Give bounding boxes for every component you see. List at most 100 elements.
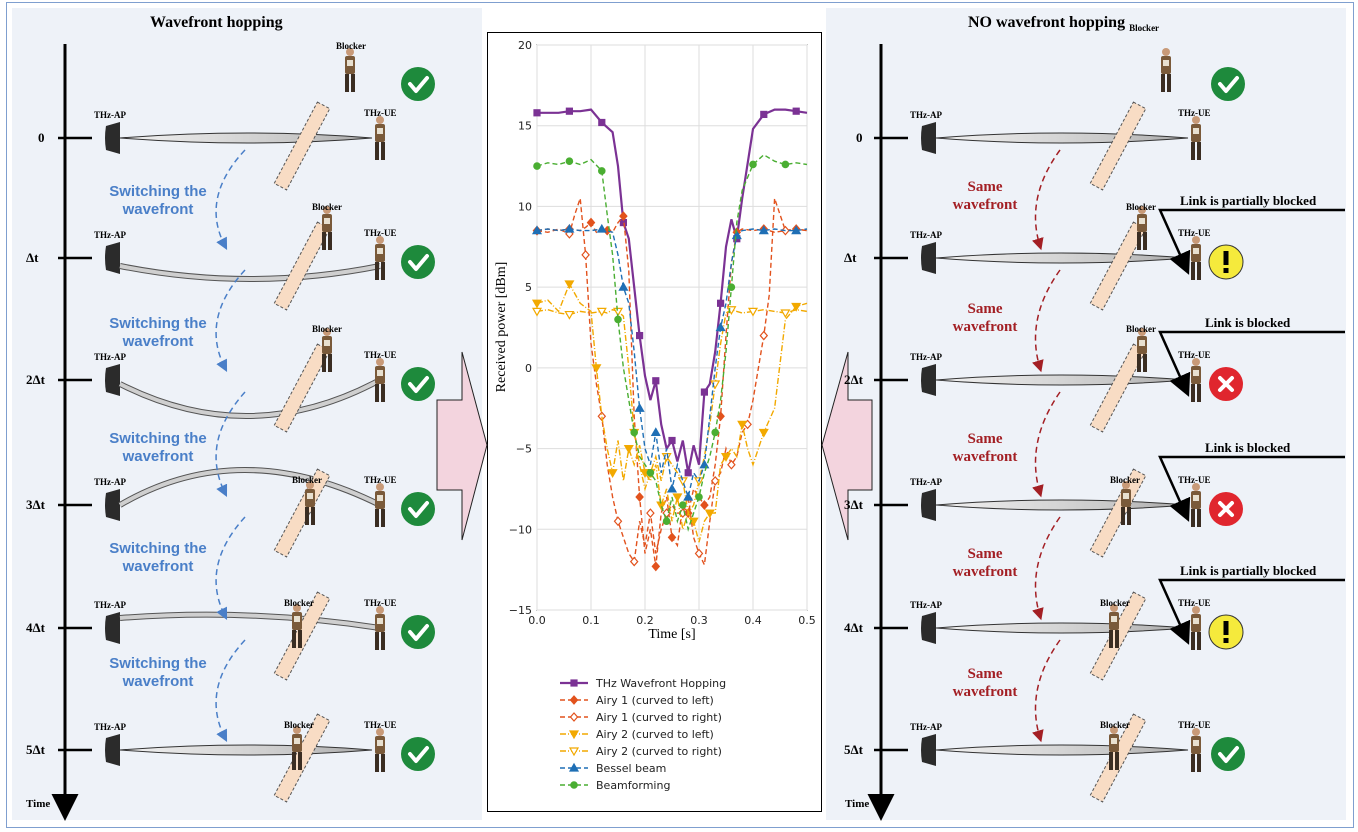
same-arrow [1032, 269, 1061, 373]
data-point [737, 420, 748, 430]
status-ok-icon [399, 490, 437, 528]
right-tick-label: 4Δt [844, 620, 863, 635]
data-point [570, 679, 578, 687]
ue-label: THz-UE [1178, 350, 1211, 360]
blocker-person-icon [1137, 328, 1147, 372]
y-tick-label: 0 [525, 362, 532, 375]
data-point [678, 501, 687, 509]
ap-label: THz-AP [910, 110, 942, 120]
ue-label: THz-UE [364, 108, 397, 118]
switch-note-line1: Switching the [109, 655, 207, 672]
data-point [614, 315, 622, 324]
data-point [564, 223, 575, 233]
status-ok-icon [1209, 735, 1247, 773]
callout-pointer [1158, 455, 1345, 522]
y-tick-label: 10 [518, 200, 532, 213]
same-arrow [1032, 639, 1061, 743]
switch-note-line1: Switching the [109, 430, 207, 447]
ap-label: THz-AP [94, 600, 126, 610]
x-tick-label: 0.0 [528, 614, 546, 627]
data-point [568, 730, 580, 740]
blocker-region [273, 343, 331, 433]
switch-note-line2: wavefront [122, 201, 194, 218]
blocker-label: Blocker [292, 475, 322, 485]
blocked-icon [1207, 365, 1245, 403]
left-tick-label: 2Δt [26, 372, 45, 387]
beam-curved [118, 468, 381, 507]
beam-curved [119, 264, 381, 281]
blocker-region [273, 101, 331, 191]
same-note-line2: wavefront [952, 197, 1018, 213]
same-note-line1: Same [967, 431, 1003, 447]
data-point [652, 377, 660, 385]
data-point [531, 307, 543, 317]
left-row [58, 328, 437, 433]
access-point-icon [921, 489, 936, 521]
switch-note-line2: wavefront [122, 448, 194, 465]
access-point-icon [921, 242, 936, 274]
data-point [623, 444, 634, 454]
switch-note-line2: wavefront [122, 673, 194, 690]
user-equipment-person-icon [1191, 236, 1201, 280]
legend-label: Airy 2 (curved to right) [596, 745, 722, 758]
legend-item: Airy 2 (curved to left) [560, 728, 714, 741]
data-point [727, 459, 736, 470]
right-pointer-arrow [821, 351, 873, 541]
access-point-icon [105, 734, 120, 766]
legend-item: Airy 1 (curved to left) [560, 694, 714, 707]
status-ok-icon [399, 735, 437, 773]
legend-item: Airy 1 (curved to right) [560, 711, 722, 724]
blocker-label: Blocker [1100, 598, 1130, 608]
chart-grid [536, 44, 808, 611]
blocker-label: Blocker [1100, 720, 1130, 730]
legend-label: Beamforming [596, 779, 670, 792]
right-time-label: Time [845, 798, 870, 810]
switch-arrow [215, 149, 246, 250]
ue-label: THz-UE [364, 475, 397, 485]
x-tick-label: 0.1 [582, 614, 600, 627]
blocker-person-icon [345, 48, 355, 92]
warning-icon [1208, 614, 1244, 650]
switch-note-line2: wavefront [122, 333, 194, 350]
data-point [565, 107, 574, 115]
beam-curved [119, 612, 381, 630]
legend-label: Bessel beam [596, 762, 666, 775]
beam-lobe [935, 252, 1189, 264]
y-tick-label: 15 [518, 120, 532, 133]
blocker-label: Blocker [312, 202, 342, 212]
user-equipment-person-icon [1191, 483, 1201, 527]
switch-arrow [215, 269, 246, 373]
left-tick-label: 5Δt [26, 742, 45, 757]
y-tick-label: 20 [518, 39, 532, 52]
right-tick-label: 5Δt [844, 742, 863, 757]
data-point [531, 299, 543, 309]
right-panel-title: NO wavefront hopping Blocker [968, 14, 1159, 33]
switch-arrow [215, 639, 246, 743]
blocker-region [273, 221, 331, 311]
same-note-line1: Same [967, 179, 1003, 195]
series-bessel-beam [531, 223, 808, 501]
right-row [874, 455, 1345, 558]
data-point [758, 428, 769, 438]
data-point [634, 403, 645, 412]
blocked-icon [1207, 490, 1245, 528]
data-point [591, 364, 602, 374]
user-equipment-person-icon [1191, 606, 1201, 650]
left-pointer-arrow [436, 351, 488, 541]
series-beamforming [533, 153, 808, 532]
data-point [646, 508, 655, 519]
right-row [874, 578, 1345, 681]
status-ok-icon [399, 65, 437, 103]
access-point-icon [105, 612, 120, 644]
data-point [635, 331, 644, 340]
ue-label: THz-UE [1178, 228, 1211, 238]
ap-label: THz-AP [910, 722, 942, 732]
switch-note-line1: Switching the [109, 540, 207, 557]
legend-item: Bessel beam [560, 762, 666, 775]
right-panel-title-text: NO wavefront hopping [968, 14, 1126, 31]
chart-x-label: Time [s] [648, 627, 695, 642]
data-point [715, 322, 726, 332]
ap-label: THz-AP [910, 352, 942, 362]
data-point [668, 436, 676, 445]
link-status-callout: Link is blocked [1205, 440, 1291, 455]
